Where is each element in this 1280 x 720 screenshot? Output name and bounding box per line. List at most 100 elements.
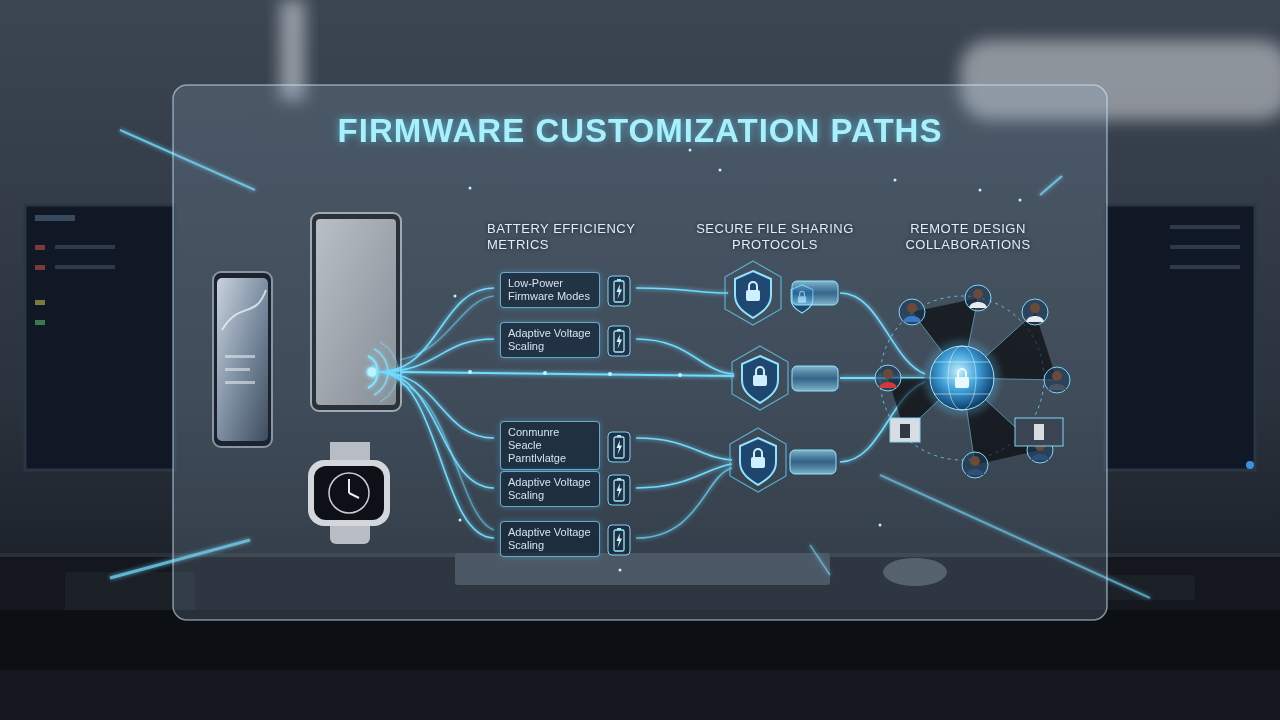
collaboration-network: [965, 285, 991, 311]
flow-lines: [636, 438, 732, 460]
flow-dots: [1019, 199, 1022, 202]
metric-box: Adaptive Voltage Scaling: [500, 521, 600, 557]
flow-dots: [719, 169, 722, 172]
battery-icon: [607, 275, 631, 307]
collaboration-network: [899, 299, 925, 325]
battery-frame: [608, 525, 630, 555]
battery-body: [614, 530, 624, 551]
flow-lines: [636, 468, 732, 538]
office-background: [35, 265, 45, 270]
collaboration-network: [924, 340, 1000, 416]
secure-shields: [730, 428, 786, 492]
collaboration-network: [930, 362, 994, 394]
secure-shields: [790, 450, 836, 474]
secure-shields: [742, 356, 778, 403]
phone-illustration: [217, 278, 268, 441]
collaboration-network: [900, 424, 910, 438]
secure-shields: [725, 261, 781, 325]
battery-frame: [608, 475, 630, 505]
secure-shields: [732, 346, 788, 410]
office-background: [1170, 245, 1240, 249]
secure-shields: [725, 261, 838, 492]
secure-shields: [740, 438, 776, 485]
battery-tip: [617, 329, 621, 331]
flow-dots: [894, 179, 897, 182]
collaboration-network: [875, 365, 901, 391]
flow-lines: [378, 372, 494, 438]
collaboration-network: [930, 346, 994, 410]
flow-dots: [619, 569, 622, 572]
battery-tip: [617, 528, 621, 530]
phone-illustration: [213, 272, 272, 447]
battery-icon: [607, 524, 631, 556]
secure-shields: [735, 271, 771, 318]
flow-dots: [454, 295, 457, 298]
collaboration-network: [965, 285, 991, 311]
tablet-illustration: [316, 219, 396, 405]
smartwatch-illustration: [308, 442, 390, 544]
flow-dots: [454, 149, 1022, 572]
lightning-bolt: [617, 440, 623, 455]
battery-frame: [608, 432, 630, 462]
smartwatch-illustration: [308, 460, 390, 526]
flow-lines: [840, 293, 925, 374]
flow-lines: [378, 288, 925, 538]
flow-dots: [608, 372, 612, 376]
battery-body: [614, 437, 624, 458]
flow-dots: [678, 373, 682, 377]
flow-dots: [979, 189, 982, 192]
office-background: [55, 265, 115, 269]
flow-lines: [400, 372, 734, 376]
flow-lines: [378, 339, 494, 372]
battery-tip: [617, 435, 621, 437]
collaboration-network: [1015, 418, 1063, 446]
phone-illustration: [225, 381, 255, 384]
glass-panel: [173, 85, 1107, 620]
office-background: [1170, 265, 1240, 269]
battery-body: [614, 331, 624, 352]
collaboration-network: [962, 452, 988, 478]
metric-text: Adaptive Voltage Scaling: [508, 526, 592, 552]
lightning-bolt: [617, 533, 623, 548]
collaboration-network: [962, 452, 988, 478]
smartwatch-illustration: [314, 466, 384, 520]
collaboration-network: [1022, 299, 1048, 325]
metric-box: Low-Power Firmware Modes: [500, 272, 600, 308]
metric-box: Conmunre Seacle Parntlvlatge: [500, 421, 600, 470]
office-background: [35, 215, 75, 221]
smartwatch-illustration: [349, 479, 359, 498]
flow-dots: [459, 519, 462, 522]
office-background: [35, 320, 45, 325]
flow-dots: [469, 187, 472, 190]
phone-illustration: [225, 355, 255, 358]
metric-box: Adaptive Voltage Scaling: [500, 471, 600, 507]
flow-lines: [636, 339, 734, 374]
secure-shields: [792, 281, 838, 305]
tablet-illustration: [311, 213, 401, 411]
collaboration-network: [890, 418, 920, 442]
phone-illustration: [225, 368, 250, 371]
flow-dots: [543, 371, 547, 375]
flow-lines: [400, 296, 494, 360]
lightning-bolt: [617, 334, 623, 349]
emitter: [368, 356, 378, 388]
flow-dots: [468, 370, 472, 374]
flow-lines: [400, 384, 494, 530]
collaboration-network: [1022, 299, 1048, 325]
collaboration-network: [958, 369, 966, 377]
office-background: [55, 245, 115, 249]
collaboration-network: [1044, 367, 1070, 393]
battery-icon: [607, 474, 631, 506]
diagram-title: FIRMWARE CUSTOMIZATION PATHS: [0, 112, 1280, 150]
column-heading: REMOTE DESIGN COLLABORATIONS: [878, 221, 1058, 253]
flow-lines: [378, 372, 494, 488]
collaboration-network: [955, 377, 969, 388]
metric-text: Low-Power Firmware Modes: [508, 277, 592, 303]
phone-illustration: [222, 290, 266, 330]
lightning-bolt: [617, 483, 623, 498]
smartwatch-illustration: [329, 473, 369, 513]
